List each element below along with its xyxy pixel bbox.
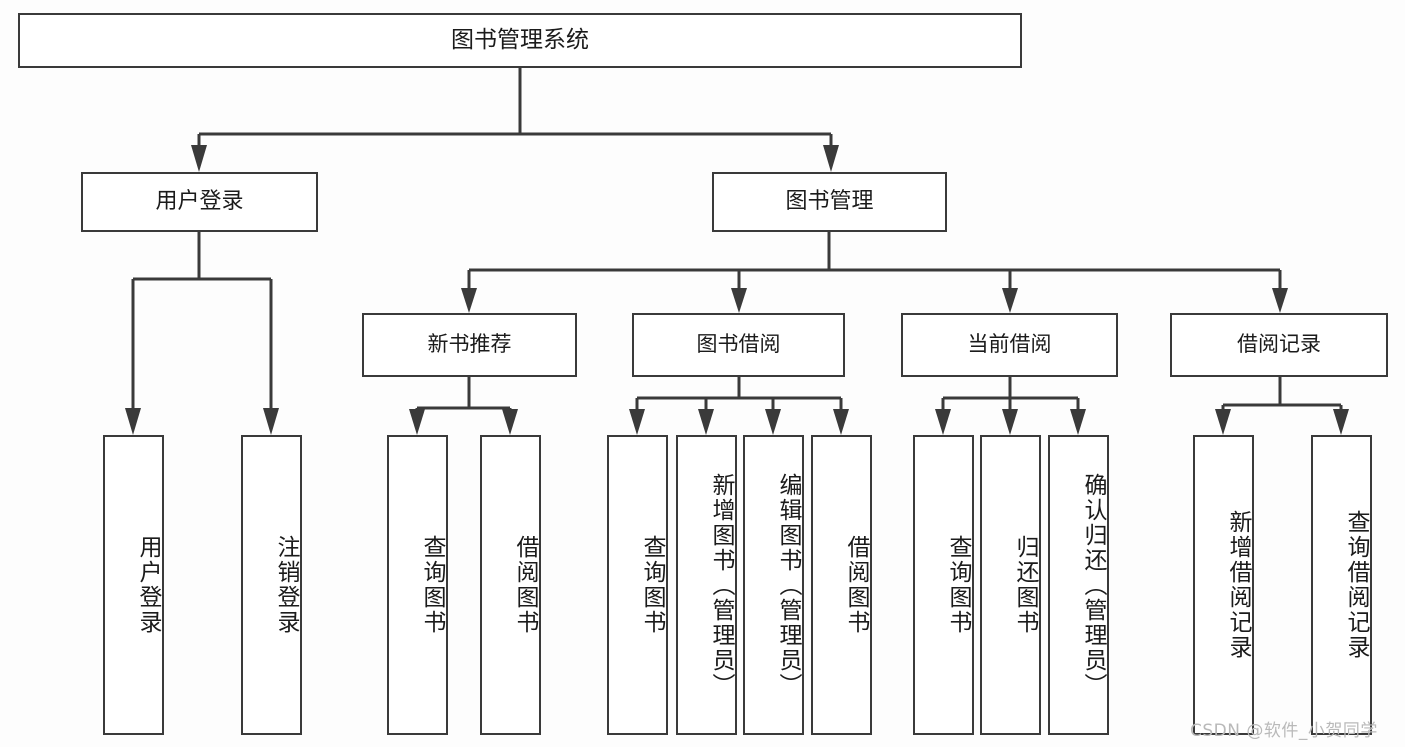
leaf-current-return-book[interactable]: 归还图书	[980, 435, 1041, 735]
node-label: 借阅图书	[512, 535, 538, 635]
leaf-user-logout[interactable]: 注销登录	[241, 435, 302, 735]
node-label: 新书推荐	[427, 332, 512, 357]
leaf-record-query-record[interactable]: 查询借阅记录	[1311, 435, 1372, 735]
leaf-user-login[interactable]: 用户登录	[103, 435, 164, 735]
node-label: 借阅记录	[1237, 332, 1321, 357]
node-label: 新增借阅记录	[1225, 510, 1251, 660]
node-root-system[interactable]: 图书管理系统	[18, 13, 1022, 68]
node-label: 新增图书（管理员）	[708, 472, 734, 698]
leaf-borrow-edit-book[interactable]: 编辑图书（管理员）	[743, 435, 804, 735]
node-label: 查询图书	[639, 535, 665, 635]
node-current-borrow[interactable]: 当前借阅	[901, 313, 1118, 377]
leaf-record-add-record[interactable]: 新增借阅记录	[1193, 435, 1254, 735]
leaf-current-confirm-return[interactable]: 确认归还（管理员）	[1048, 435, 1109, 735]
node-label: 图书借阅	[696, 332, 781, 357]
leaf-recommend-borrow-book[interactable]: 借阅图书	[480, 435, 541, 735]
node-user-login[interactable]: 用户登录	[81, 172, 318, 232]
node-book-borrow[interactable]: 图书借阅	[632, 313, 845, 377]
node-label: 用户登录	[135, 535, 161, 635]
node-label: 图书管理	[785, 188, 874, 214]
node-new-book-recommend[interactable]: 新书推荐	[362, 313, 577, 377]
node-label: 编辑图书（管理员）	[775, 472, 801, 698]
leaf-current-query-book[interactable]: 查询图书	[913, 435, 974, 735]
node-label: 归还图书	[1012, 535, 1038, 635]
leaf-borrow-add-book[interactable]: 新增图书（管理员）	[676, 435, 737, 735]
leaf-borrow-query-book[interactable]: 查询图书	[607, 435, 668, 735]
node-label: 当前借阅	[967, 332, 1052, 357]
node-borrow-record[interactable]: 借阅记录	[1170, 313, 1388, 377]
node-label: 查询图书	[419, 535, 445, 635]
node-book-management[interactable]: 图书管理	[712, 172, 947, 232]
node-label: 确认归还（管理员）	[1080, 472, 1106, 698]
leaf-borrow-borrow-book[interactable]: 借阅图书	[811, 435, 872, 735]
watermark-text: CSDN @软件_小贺同学	[1190, 721, 1378, 741]
node-label: 查询借阅记录	[1343, 510, 1369, 660]
node-label: 用户登录	[155, 188, 244, 214]
node-label: 图书管理系统	[451, 27, 589, 54]
node-label: 查询图书	[945, 535, 971, 635]
node-label: 借阅图书	[843, 535, 869, 635]
leaf-recommend-query-book[interactable]: 查询图书	[387, 435, 448, 735]
node-label: 注销登录	[273, 535, 299, 635]
